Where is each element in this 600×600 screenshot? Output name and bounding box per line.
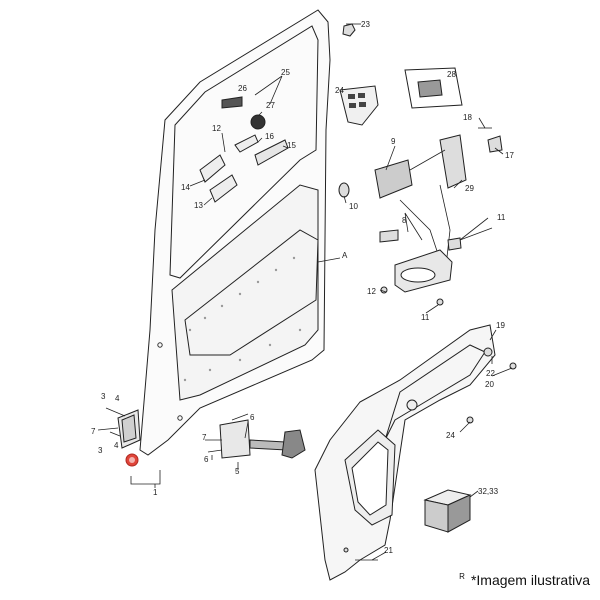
parts-box-32-33: [423, 489, 472, 533]
callout-30: 29: [465, 184, 474, 193]
callout-6: 7: [202, 433, 207, 442]
hinge-left: [97, 407, 141, 467]
callout-12-top: 12: [212, 124, 221, 133]
check-strap: [205, 413, 306, 459]
callout-25: 24: [335, 86, 344, 95]
plug-10-icon: [338, 182, 350, 198]
callout-11-right: 11: [497, 213, 506, 222]
actuator-box-29: [404, 67, 463, 109]
callout-5: 5: [235, 467, 240, 476]
callout-18: 18: [463, 113, 472, 122]
switch-panel-25: [339, 85, 379, 126]
callout-10: 10: [349, 202, 358, 211]
callout-29: 28: [447, 70, 456, 79]
lock-mechanism: [374, 134, 493, 306]
caption-mark: R: [459, 572, 465, 582]
callout-26: 25: [281, 68, 290, 77]
callout-32-33: 32,33: [478, 487, 499, 496]
callout-19: 19: [496, 321, 505, 330]
door-shell: [139, 9, 331, 456]
callout-27: 26: [238, 84, 247, 93]
callout-28: 27: [266, 101, 275, 110]
callout-7-top: 6: [250, 413, 255, 422]
callout-14: 14: [181, 183, 190, 192]
callout-7: 6: [204, 455, 209, 464]
bolt-24-icon: [342, 23, 356, 37]
door-trim-panel: [314, 324, 517, 581]
callout-21: 22: [486, 369, 495, 378]
callout-11: 11: [421, 313, 430, 322]
callout-9: 9: [391, 137, 396, 146]
callout-15: 15: [287, 141, 296, 150]
leader-lines: [130, 23, 513, 561]
callout-23: 24: [446, 431, 455, 440]
callout-3: 3: [98, 446, 103, 455]
callout-1: 1: [153, 488, 158, 497]
callout-A: A: [342, 251, 348, 260]
callout-16: 16: [265, 132, 274, 141]
callout-4: 4: [114, 441, 119, 450]
callout-labels: 23 25 26 27 24 28 12 16 15 14 13 10 A 9 …: [91, 20, 514, 555]
callout-12: 12: [367, 287, 376, 296]
illustrative-image-caption: R *Imagem ilustrativa: [459, 572, 590, 588]
callout-6-left: 7: [91, 427, 96, 436]
callout-17: 17: [505, 151, 514, 160]
callout-22: 21: [384, 546, 393, 555]
caption-text: *Imagem ilustrativa: [470, 572, 590, 588]
callout-8: 8: [402, 216, 407, 225]
striker-17: [478, 127, 503, 153]
callout-24: 23: [361, 20, 370, 29]
callout-13: 13: [194, 201, 203, 210]
callout-4-top: 4: [115, 394, 120, 403]
callout-3-top: 3: [101, 392, 106, 401]
callout-20: 20: [485, 380, 494, 389]
